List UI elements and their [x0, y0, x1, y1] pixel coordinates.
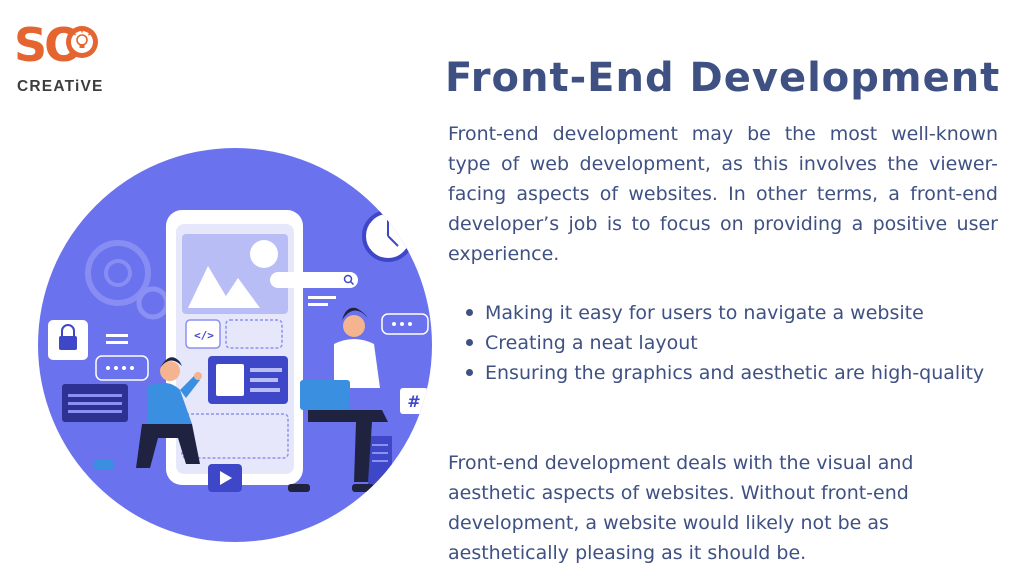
web-development-illustration: # </> [38, 148, 432, 542]
chat-bubble-icon [381, 313, 429, 335]
lock-icon [48, 320, 88, 360]
feature-list: Making it easy for users to navigate a w… [448, 298, 1005, 388]
logo: SO CREATiVE [14, 22, 114, 102]
lightbulb-icon [66, 26, 98, 58]
svg-text:#: # [407, 392, 420, 411]
search-icon [270, 272, 358, 288]
clock-icon [362, 210, 414, 262]
code-window [62, 384, 128, 422]
page-title: Front-End Development [445, 55, 1001, 101]
phone-mockup [166, 210, 303, 492]
list-item: Making it easy for users to navigate a w… [466, 298, 1005, 328]
chat-bubble-icon [95, 355, 149, 381]
list-item: Creating a neat layout [466, 328, 1005, 358]
person-kneeling [94, 357, 202, 470]
code-button-label: </> [194, 329, 214, 342]
laptop [300, 380, 350, 410]
list-item: Ensuring the graphics and aesthetic are … [466, 358, 1005, 388]
logo-wordmark: CREATiVE [17, 78, 104, 95]
gear-icon [85, 240, 151, 306]
hashtag-icon: # [400, 388, 428, 414]
intro-paragraph: Front-end development may be the most we… [448, 123, 998, 265]
person-sitting [288, 307, 388, 492]
closing-paragraph: Front-end development deals with the vis… [448, 452, 914, 564]
